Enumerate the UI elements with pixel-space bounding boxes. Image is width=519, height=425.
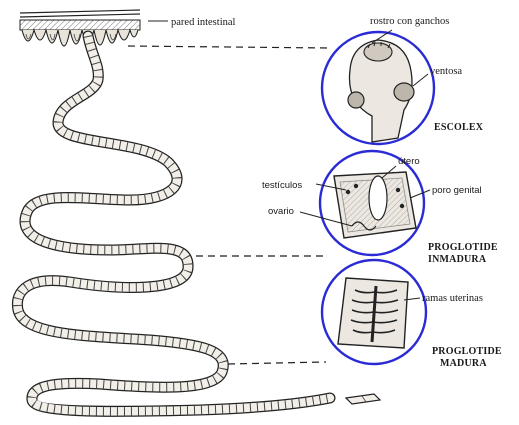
rostrum-label: rostro con ganchos — [370, 16, 449, 27]
mature-proglottid-inset — [322, 260, 426, 364]
intestinal-wall — [20, 10, 140, 46]
uterus-label: útero — [398, 156, 420, 167]
immature-label-line1: PROGLOTIDE — [428, 242, 498, 253]
scolex-inset — [322, 32, 434, 144]
scolex-label: ESCOLEX — [434, 122, 484, 133]
immature-label-line2: INMADURA — [428, 254, 487, 265]
ovary-label: ovario — [268, 206, 294, 217]
mature-label-line2: MADURA — [440, 358, 487, 369]
connector-lines — [128, 46, 330, 364]
uterus-shape — [369, 176, 387, 220]
connector-scolex — [128, 46, 330, 48]
sucker-label: ventosa — [430, 66, 462, 77]
testes-label: testículos — [262, 180, 302, 191]
rostrum-shape — [364, 43, 392, 61]
uterine-branches-label: ramas uterinas — [422, 293, 483, 304]
intestinal-wall-label: pared intestinal — [171, 17, 236, 28]
genital-pore-label: poro genital — [432, 185, 482, 196]
sucker-shape — [394, 83, 414, 101]
connector-mature — [228, 362, 326, 364]
mature-label-line1: PROGLOTIDE — [432, 346, 502, 357]
